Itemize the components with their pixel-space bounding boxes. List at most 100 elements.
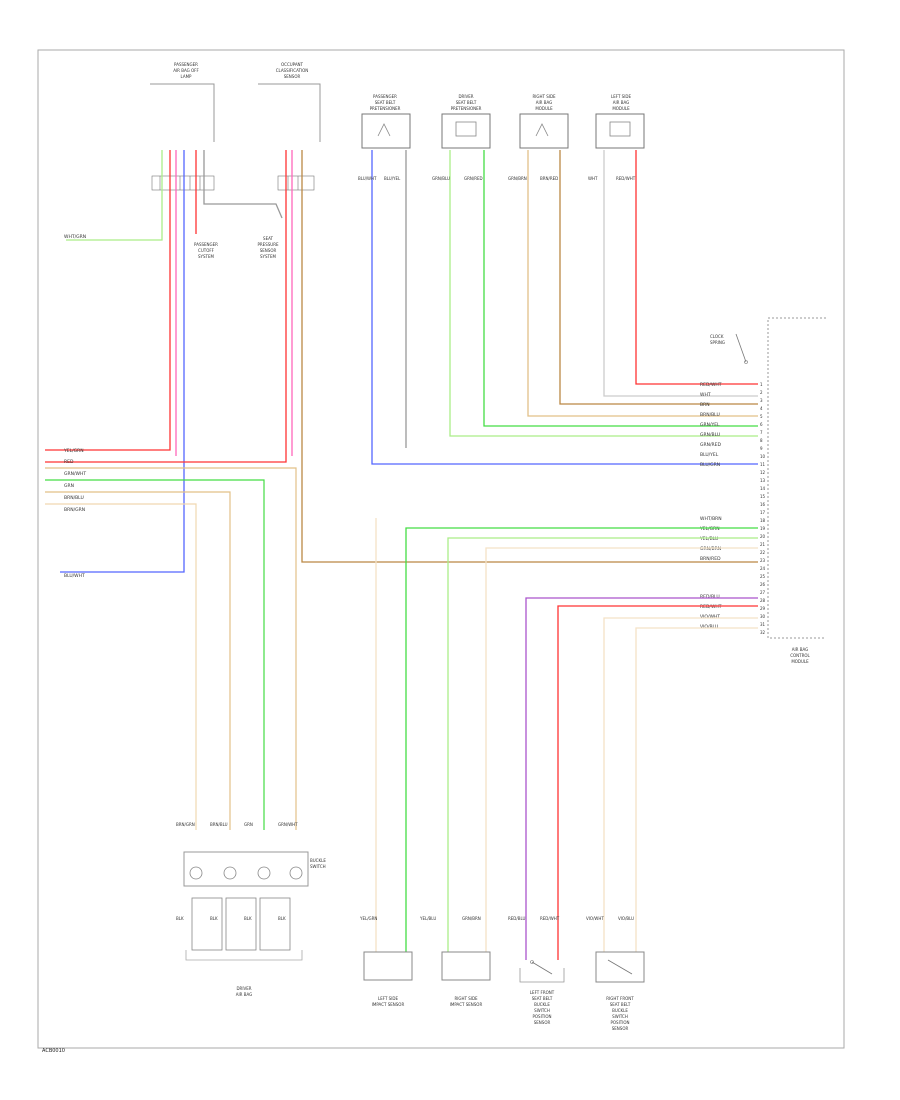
svg-text:AIR BAG: AIR BAG [613,100,629,105]
left-wire-labels: YEL/GRN RED GRN/WHT GRN BRN/BLU BRN/GRN … [63,448,86,579]
svg-text:PRETENSIONER: PRETENSIONER [451,106,482,111]
svg-text:RED/WHT: RED/WHT [700,604,722,610]
svg-text:VIO/BLU: VIO/BLU [618,916,634,921]
passenger-seat-belt-pretensioner: PASSENGER SEAT BELT PRETENSIONER [361,94,411,149]
module-pin-number: 17 [760,510,766,515]
passenger-airbag-cutoff-lamp: PASSENGER AIR BAG OFF LAMP [150,62,215,142]
svg-text:BRN/RED: BRN/RED [540,176,558,181]
module-pin-number: 9 [760,446,763,451]
svg-text:AIR BAG: AIR BAG [536,100,552,105]
module-pin-number: 15 [760,494,766,499]
svg-text:BLK: BLK [278,916,286,921]
svg-text:BLU/GRN: BLU/GRN [700,462,720,468]
svg-text:YEL/BLU: YEL/BLU [699,536,718,542]
occupant-classification-sensor: OCCUPANT CLASSIFICATION SENSOR [258,62,321,142]
svg-text:PASSENGER: PASSENGER [373,94,397,99]
svg-text:DRIVER: DRIVER [458,94,473,99]
svg-text:DRIVER: DRIVER [236,986,251,991]
svg-text:LEFT FRONT: LEFT FRONT [530,990,555,995]
svg-text:BRN/BLU: BRN/BLU [700,412,720,418]
svg-text:RIGHT SIDE: RIGHT SIDE [532,94,556,99]
svg-text:RED/BLU: RED/BLU [508,916,526,921]
module-pin-number: 6 [760,422,763,427]
driver-seat-belt-pretensioner: DRIVER SEAT BELT PRETENSIONER [441,94,491,149]
svg-text:BLU/YEL: BLU/YEL [384,176,401,181]
svg-text:WHT: WHT [700,392,711,398]
svg-text:BRN/BLU: BRN/BLU [210,822,228,827]
module-pin-number: 4 [760,406,763,411]
bottom-wire-labels: YEL/GRN YEL/BLU GRN/BRN RED/BLU RED/WHT … [359,916,634,921]
module-pin-number: 12 [760,470,766,475]
module-labels-mid: WHT/BRN YEL/GRN YEL/BLU GRN/BRN BRN/RED [699,516,722,562]
left-top-label: WHT/GRN [64,234,86,240]
module-pin-number: 2 [760,390,763,395]
svg-text:POSITION: POSITION [532,1014,551,1019]
buckle-switch-assembly: BUCKLE SWITCH DRIVER AIR BAG [183,851,326,997]
svg-text:RED: RED [64,459,74,465]
svg-text:BRN/BLU: BRN/BLU [64,495,84,501]
svg-text:BRN: BRN [700,402,710,408]
module-pin-number: 18 [760,518,766,523]
diagram-border [37,49,845,1049]
module-labels-top: RED/WHT WHT BRN BRN/BLU GRN/YEL GRN/BLU … [700,382,722,468]
svg-text:CLASSIFICATION: CLASSIFICATION [276,68,309,73]
module-pin-number: 23 [760,558,766,563]
module-pin-number: 7 [760,430,763,435]
module-pin-number: 20 [760,534,766,539]
svg-text:PASSENGER: PASSENGER [174,62,198,67]
svg-text:CLOCK: CLOCK [710,334,724,339]
right-side-airbag-module: RIGHT SIDE AIR BAG MODULE [519,94,569,149]
svg-text:YEL/GRN: YEL/GRN [699,526,720,532]
svg-text:SWITCH: SWITCH [534,1008,550,1013]
diagram-reference: ACB0010 [42,1048,65,1054]
svg-text:MODULE: MODULE [612,106,630,111]
svg-text:CUTOFF: CUTOFF [198,248,215,253]
svg-text:GRN: GRN [64,483,74,489]
svg-text:BLK: BLK [244,916,252,921]
module-pin-number: 3 [760,398,763,403]
svg-text:SWITCH: SWITCH [612,1014,628,1019]
svg-text:GRN/WHT: GRN/WHT [64,471,86,477]
module-pin-number: 29 [760,606,766,611]
module-pin-number: 30 [760,614,766,619]
svg-text:LEFT SIDE: LEFT SIDE [378,996,399,1001]
module-pin-numbers: 1234567891011121314151617181920212223242… [760,382,766,635]
top-left-wires [45,150,758,573]
svg-text:GRN/RED: GRN/RED [464,176,483,181]
svg-text:BRN/GRN: BRN/GRN [64,507,85,513]
svg-text:BLU/WHT: BLU/WHT [64,573,85,579]
svg-text:BLU/WHT: BLU/WHT [358,176,377,181]
module-pin-number: 25 [760,574,766,579]
module-pin-number: 32 [760,630,766,635]
left-horizontal-wires [45,467,297,830]
svg-text:RED/WHT: RED/WHT [616,176,636,181]
svg-text:BLK: BLK [176,916,184,921]
svg-text:WHT/BRN: WHT/BRN [700,516,722,522]
svg-text:SWITCH: SWITCH [310,864,326,869]
svg-text:GRN/RED: GRN/RED [700,442,721,448]
svg-text:VIO/WHT: VIO/WHT [586,916,604,921]
svg-text:BUCKLE: BUCKLE [310,858,326,863]
occupant-sensor-connector [277,175,315,191]
svg-text:GRN/WHT: GRN/WHT [278,822,298,827]
svg-text:AIR BAG OFF: AIR BAG OFF [173,68,199,73]
svg-text:SPRING: SPRING [710,340,725,345]
svg-text:RIGHT FRONT: RIGHT FRONT [606,996,634,1001]
svg-text:BUCKLE: BUCKLE [612,1008,628,1013]
buckle-mid-labels: BLK BLK BLK BLK [176,916,286,921]
module-pin-number: 22 [760,550,766,555]
module-pin-number: 5 [760,414,763,419]
svg-text:MODULE: MODULE [535,106,553,111]
airbag-control-module: AIR BAG CONTROL MODULE CLOCK SPRING [710,317,826,664]
svg-text:PRESSURE: PRESSURE [257,242,279,247]
cutoff-lamp-connector [151,175,215,191]
svg-text:SEAT BELT: SEAT BELT [532,996,553,1001]
svg-text:GRN/BRN: GRN/BRN [508,176,527,181]
module-pin-number: 27 [760,590,766,595]
seat-pressure-label: SEAT PRESSURE SENSOR SYSTEM [257,236,279,259]
right-side-impact-sensor: RIGHT SIDE IMPACT SENSOR [441,951,491,1007]
svg-text:SENSOR: SENSOR [534,1020,551,1025]
module-pin-number: 19 [760,526,766,531]
module-pin-number: 21 [760,542,766,547]
svg-text:AIR BAG: AIR BAG [236,992,252,997]
